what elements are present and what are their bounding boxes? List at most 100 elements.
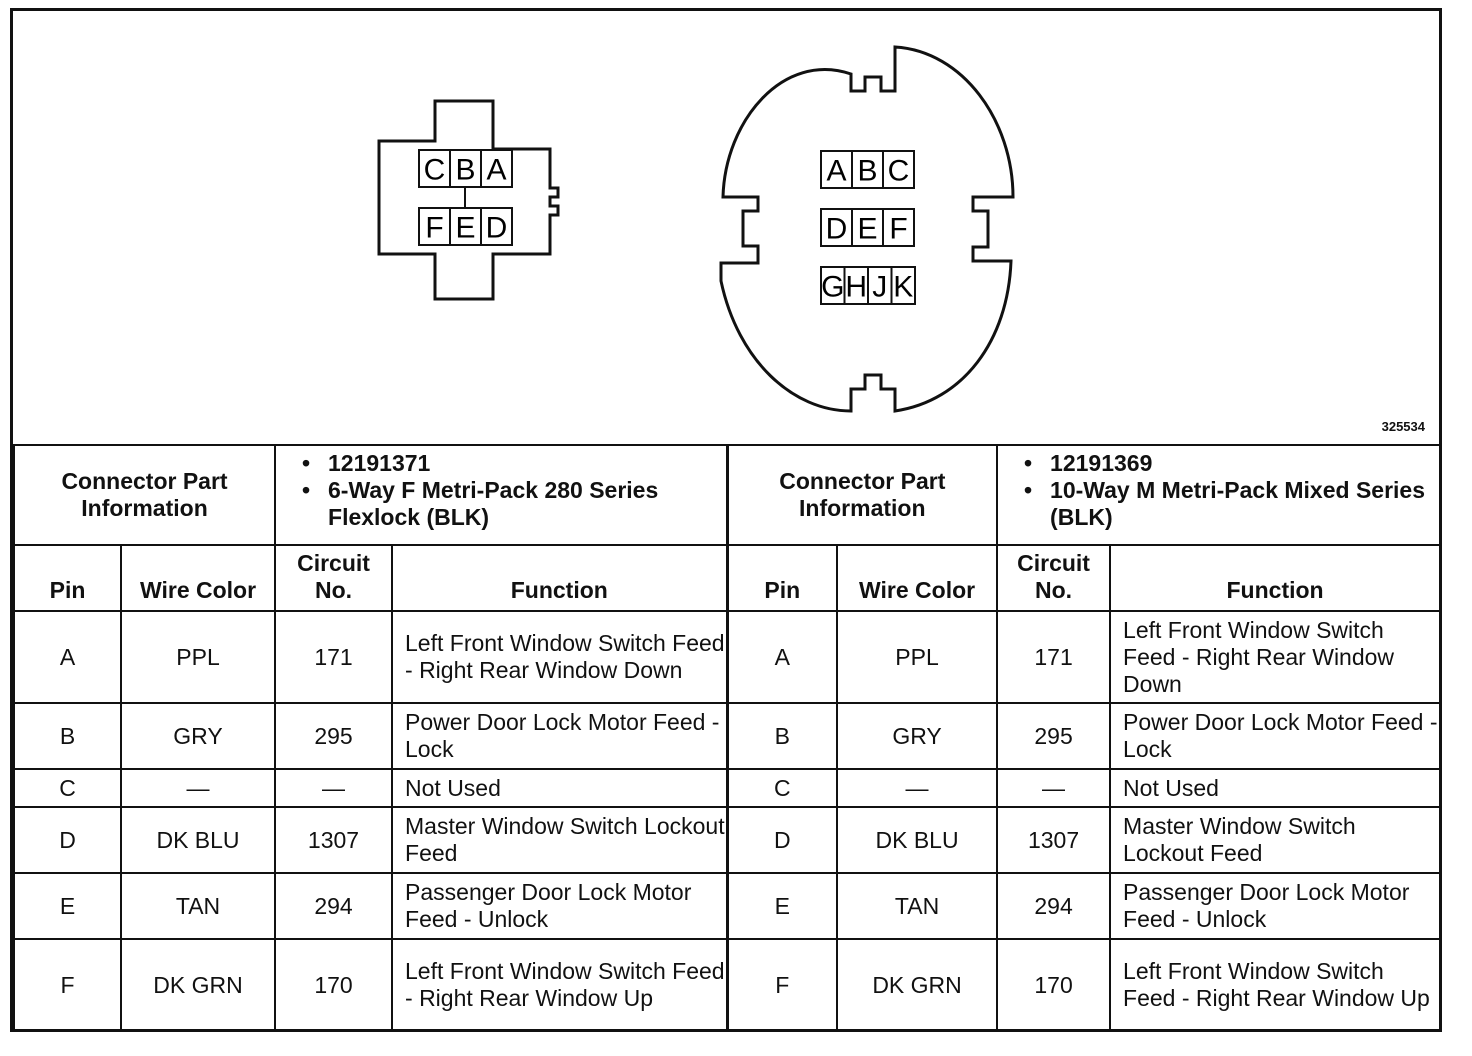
pin-label: G (821, 271, 844, 304)
pin-label: C (888, 155, 910, 188)
left-circuit-cell: 295 (274, 702, 394, 770)
left-part-bullets: 12191371 6-Way F Metri-Pack 280 Series F… (274, 444, 729, 546)
left-part-number: 12191371 (302, 450, 726, 477)
col-circuit-left: Circuit No. (274, 544, 394, 612)
figure-id: 325534 (1381, 419, 1425, 434)
left-circuit-cell: 1307 (274, 806, 394, 874)
left-wire-cell: TAN (119, 872, 277, 940)
pin-box (890, 266, 916, 305)
col-pin-left: Pin (13, 544, 122, 612)
left-pin-cell: A (13, 610, 122, 704)
right-pin-cell: F (725, 938, 839, 1032)
left-function-cell: Left Front Window Switch Feed - Right Re… (391, 938, 729, 1032)
left-part-desc: 6-Way F Metri-Pack 280 Series Flexlock (… (302, 477, 726, 531)
right-pin-cell: E (725, 872, 839, 940)
right-circuit-cell: 1307 (996, 806, 1112, 874)
col-function-left: Function (391, 544, 729, 612)
right-circuit-cell: — (996, 768, 1112, 808)
left-circuit-cell: 294 (274, 872, 394, 940)
left-wire-cell: GRY (119, 702, 277, 770)
left-function-cell: Power Door Lock Motor Feed - Lock (391, 702, 729, 770)
left-function-cell: Not Used (391, 768, 729, 808)
right-info-label: Connector Part Information (725, 444, 999, 546)
right-part-bullets: 12191369 10-Way M Metri-Pack Mixed Serie… (996, 444, 1442, 546)
col-wire-right: Wire Color (836, 544, 999, 612)
right-wire-cell: TAN (836, 872, 999, 940)
left-wire-cell: PPL (119, 610, 277, 704)
right-wire-cell: PPL (836, 610, 999, 704)
pin-label: B (455, 154, 475, 187)
right-circuit-cell: 294 (996, 872, 1112, 940)
left-wire-cell: — (119, 768, 277, 808)
col-wire-left: Wire Color (119, 544, 277, 612)
left-circuit-cell: — (274, 768, 394, 808)
left-pin-cell: B (13, 702, 122, 770)
pin-table: Connector Part Information 12191371 6-Wa… (12, 444, 1442, 1032)
right-wire-cell: DK GRN (836, 938, 999, 1032)
right-function-cell: Left Front Window Switch Feed - Right Re… (1109, 610, 1442, 704)
right-pin-cell: D (725, 806, 839, 874)
left-wire-cell: DK GRN (119, 938, 277, 1032)
left-function-cell: Master Window Switch Lockout Feed (391, 806, 729, 874)
left-function-cell: Passenger Door Lock Motor Feed - Unlock (391, 872, 729, 940)
column-header-row: Pin Wire Color Circuit No. Function Pin … (13, 544, 1442, 612)
pin-label: K (893, 271, 913, 304)
left-wire-cell: DK BLU (119, 806, 277, 874)
six-way-connector-outline (377, 99, 560, 301)
right-wire-cell: — (836, 768, 999, 808)
pin-label: H (845, 271, 867, 304)
pin-label: A (826, 155, 846, 188)
right-pin-cell: A (725, 610, 839, 704)
connector-info-row: Connector Part Information 12191371 6-Wa… (12, 444, 1442, 546)
right-wire-cell: GRY (836, 702, 999, 770)
col-pin-right: Pin (725, 544, 839, 612)
pin-label: A (486, 154, 506, 187)
right-function-cell: Passenger Door Lock Motor Feed - Unlock (1109, 872, 1442, 940)
pin-box (882, 208, 915, 247)
left-pin-cell: D (13, 806, 122, 874)
pin-label: F (425, 212, 443, 245)
right-circuit-cell: 295 (996, 702, 1112, 770)
right-function-cell: Master Window Switch Lockout Feed (1109, 806, 1442, 874)
right-wire-cell: DK BLU (836, 806, 999, 874)
pin-label: E (455, 212, 475, 245)
right-pin-cell: C (725, 768, 839, 808)
right-function-cell: Power Door Lock Motor Feed - Lock (1109, 702, 1442, 770)
right-function-cell: Left Front Window Switch Feed - Right Re… (1109, 938, 1442, 1032)
right-pin-cell: B (725, 702, 839, 770)
right-part-desc: 10-Way M Metri-Pack Mixed Series (BLK) (1024, 477, 1439, 531)
right-circuit-cell: 170 (996, 938, 1112, 1032)
left-info-label: Connector Part Information (12, 444, 277, 546)
col-circuit-right: Circuit No. (996, 544, 1112, 612)
ten-way-connector-outline (719, 45, 1015, 413)
pin-box (882, 150, 915, 189)
pin-label: J (872, 271, 887, 304)
col-function-right: Function (1109, 544, 1442, 612)
pin-box (480, 149, 513, 188)
right-function-cell: Not Used (1109, 768, 1442, 808)
left-circuit-cell: 170 (274, 938, 394, 1032)
pin-label: D (486, 212, 508, 245)
right-part-number: 12191369 (1024, 450, 1439, 477)
left-pin-cell: C (13, 768, 122, 808)
pin-box (480, 207, 513, 246)
pin-label: C (424, 154, 446, 187)
pin-label: D (826, 213, 848, 246)
pin-label: F (889, 213, 907, 246)
pin-label: E (857, 213, 877, 246)
left-circuit-cell: 171 (274, 610, 394, 704)
left-pin-cell: F (13, 938, 122, 1032)
left-pin-cell: E (13, 872, 122, 940)
